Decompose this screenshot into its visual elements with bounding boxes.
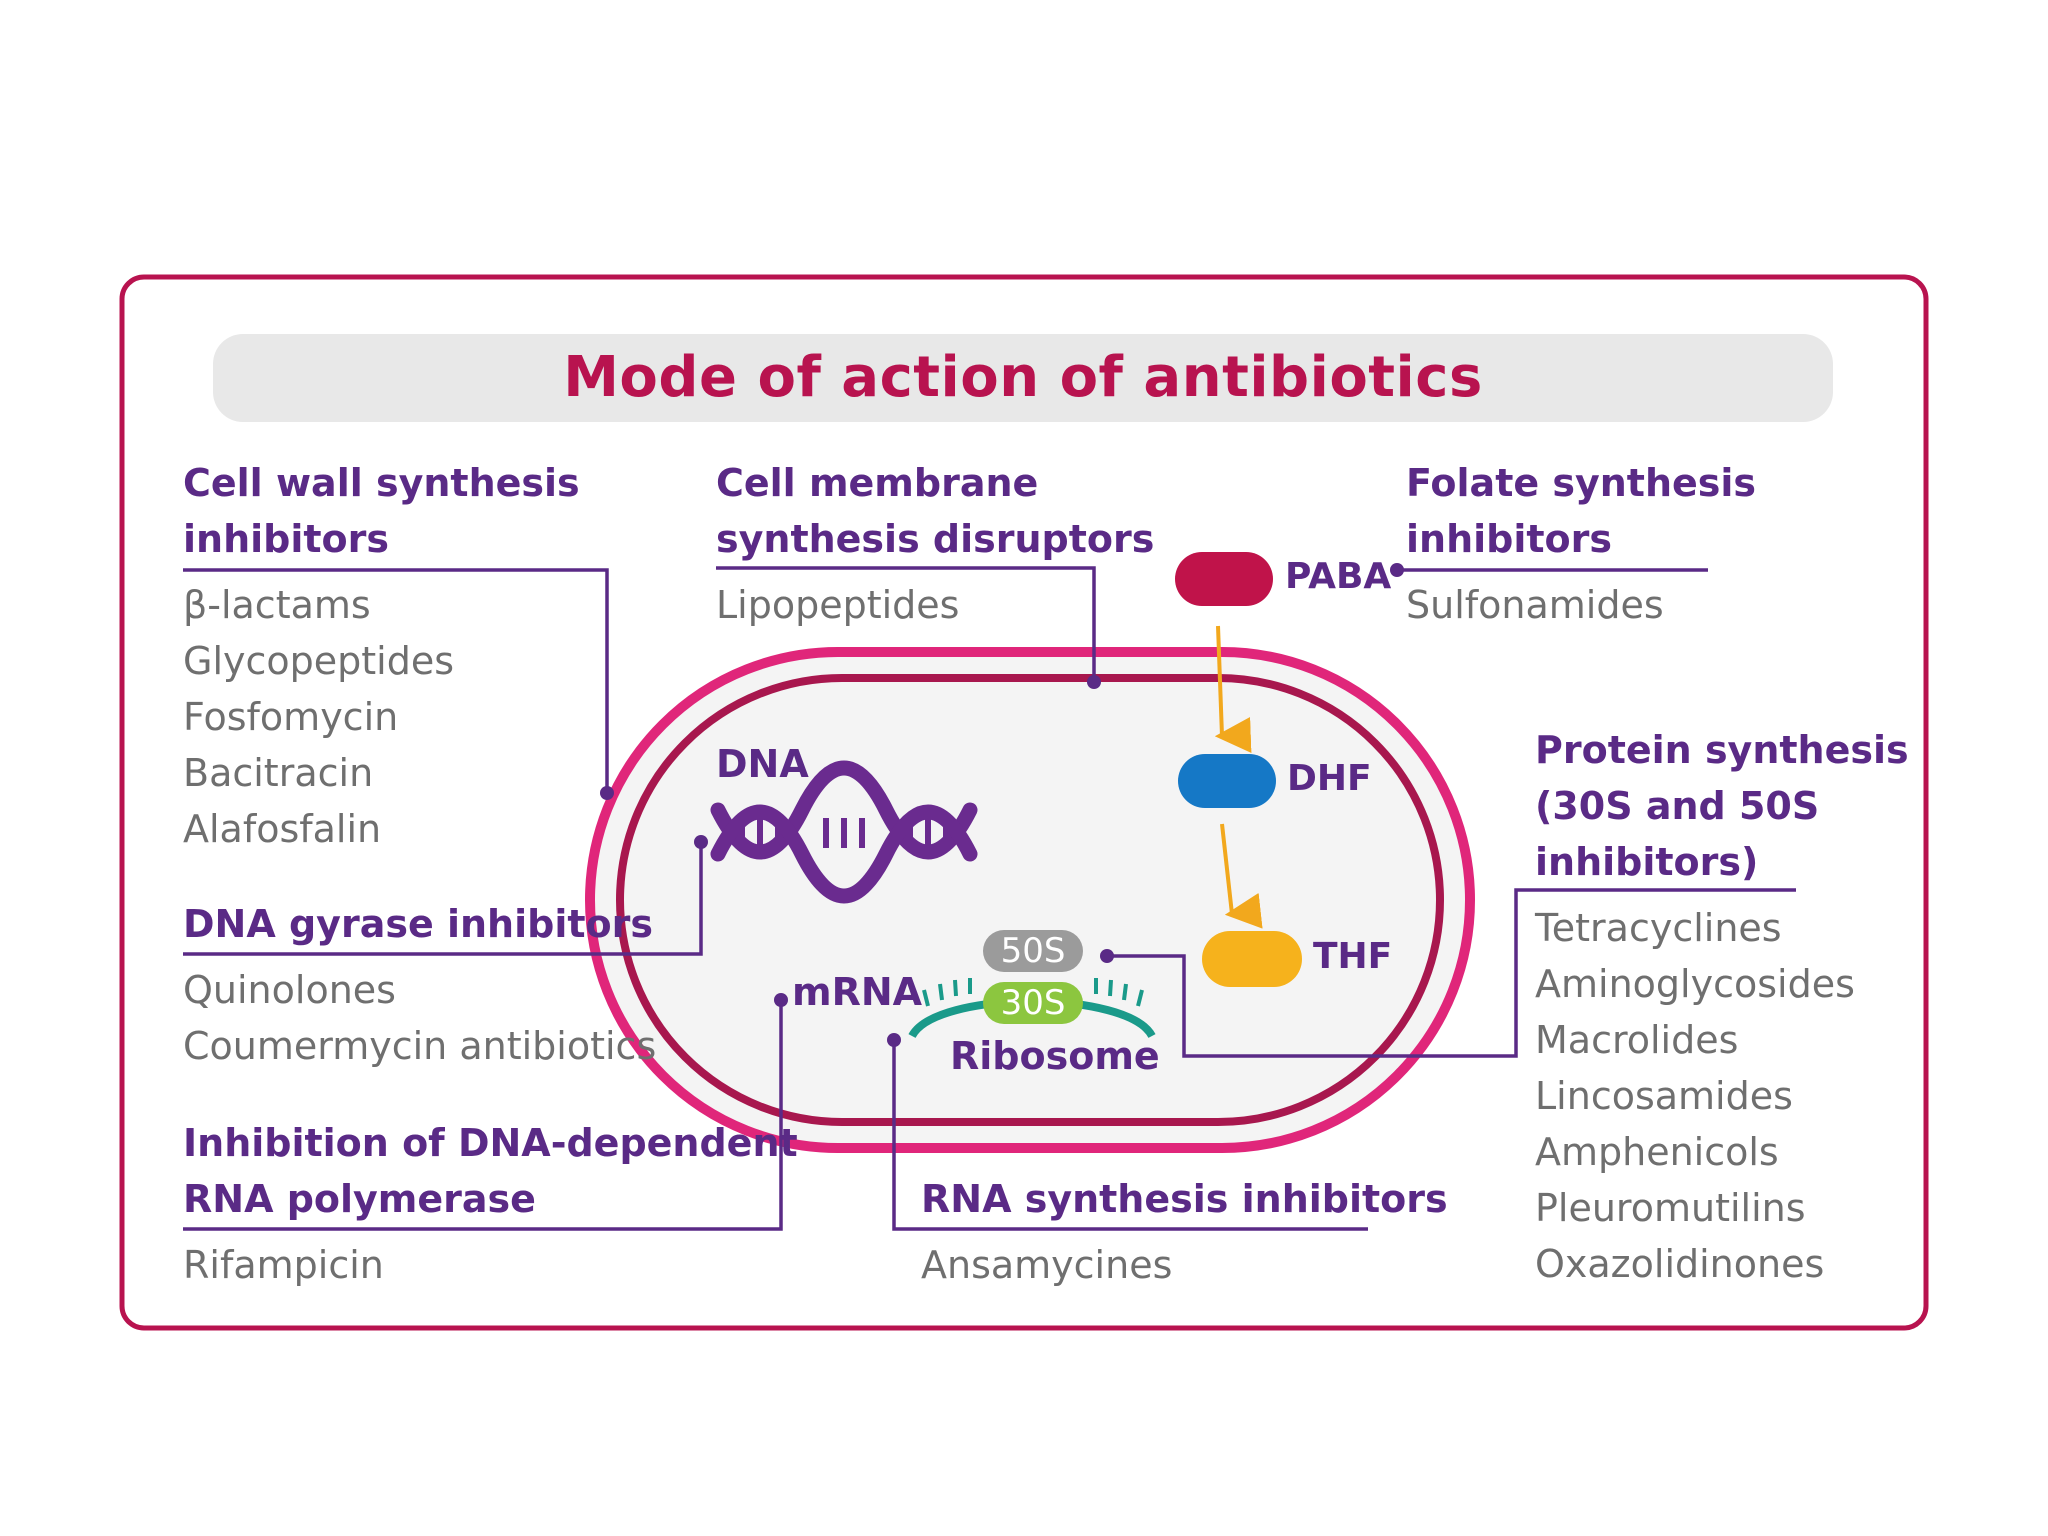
connector-dot-mrna bbox=[774, 993, 788, 1007]
group-rna-polymerase: Inhibition of DNA-dependent RNA polymera… bbox=[183, 1115, 798, 1293]
connector-dot-dna-gyrase bbox=[694, 835, 708, 849]
drug-class-item: Quinolones bbox=[183, 968, 396, 1012]
title-band bbox=[213, 334, 1833, 422]
drug-class-item: Macrolides bbox=[1535, 1018, 1739, 1062]
group-heading: (30S and 50S bbox=[1535, 784, 1820, 828]
subunit-30s-label: 30S bbox=[1000, 983, 1066, 1023]
subunit-50s-label: 50S bbox=[1000, 931, 1066, 971]
drug-class-item: Alafosfalin bbox=[183, 807, 382, 851]
dhf-label: DHF bbox=[1287, 758, 1372, 799]
group-heading: inhibitors bbox=[183, 517, 390, 561]
drug-class-item: Tetracyclines bbox=[1535, 906, 1782, 950]
ribosome-50s-subunit bbox=[983, 930, 1083, 972]
group-heading: inhibitors) bbox=[1535, 840, 1759, 884]
connector-dot-folate bbox=[1390, 563, 1404, 577]
group-cell-wall: Cell wall synthesis inhibitors β-lactams… bbox=[183, 455, 580, 857]
drug-class-item: Sulfonamides bbox=[1406, 583, 1664, 627]
group-heading: synthesis disruptors bbox=[716, 517, 1155, 561]
paba-capsule bbox=[1175, 552, 1273, 606]
group-heading: RNA polymerase bbox=[183, 1177, 536, 1221]
outer-frame bbox=[119, 274, 1929, 1331]
group-heading: Folate synthesis bbox=[1406, 461, 1757, 505]
group-protein-synthesis: Protein synthesis (30S and 50S inhibitor… bbox=[1535, 722, 1909, 1292]
arrow-dhf-to-thf bbox=[1220, 823, 1263, 929]
connector-dna-gyrase bbox=[183, 842, 703, 956]
connector-rna-synthesis bbox=[892, 1040, 1368, 1231]
drug-class-item: Coumermycin antibiotics bbox=[183, 1024, 657, 1068]
mrna-label: mRNA bbox=[792, 970, 923, 1014]
connector-dot-ribosome bbox=[887, 1033, 901, 1047]
arrow-paba-to-dhf bbox=[1214, 625, 1252, 753]
drug-class-item: Oxazolidinones bbox=[1535, 1242, 1825, 1286]
ribosome-30s-subunit bbox=[983, 982, 1083, 1024]
dna-label: DNA bbox=[716, 742, 809, 786]
group-heading: Inhibition of DNA-dependent bbox=[183, 1121, 798, 1165]
thf-label: THF bbox=[1313, 936, 1393, 977]
ribosome-label: Ribosome bbox=[950, 1034, 1160, 1078]
connector-protein-synthesis bbox=[1107, 888, 1796, 1058]
group-heading: DNA gyrase inhibitors bbox=[183, 902, 653, 946]
group-heading: Protein synthesis bbox=[1535, 728, 1909, 772]
dhf-capsule bbox=[1178, 754, 1276, 808]
group-dna-gyrase: DNA gyrase inhibitors Quinolones Coumerm… bbox=[183, 896, 656, 1074]
group-heading: RNA synthesis inhibitors bbox=[921, 1177, 1448, 1221]
group-heading: inhibitors bbox=[1406, 517, 1613, 561]
group-rna-synthesis: RNA synthesis inhibitors Ansamycines bbox=[921, 1171, 1448, 1293]
drug-class-item: Lincosamides bbox=[1535, 1074, 1793, 1118]
dna-helix-icon bbox=[710, 760, 978, 904]
thf-capsule bbox=[1202, 931, 1302, 987]
connector-dot-cell-membrane bbox=[1087, 675, 1101, 689]
drug-class-item: Amphenicols bbox=[1535, 1130, 1779, 1174]
connector-dot-50s bbox=[1100, 949, 1114, 963]
group-heading: Cell membrane bbox=[716, 461, 1039, 505]
connector-rna-polymerase bbox=[183, 1000, 783, 1231]
group-cell-membrane: Cell membrane synthesis disruptors Lipop… bbox=[716, 455, 1154, 633]
paba-label: PABA bbox=[1285, 556, 1392, 597]
drug-class-item: Lipopeptides bbox=[716, 583, 960, 627]
drug-class-item: β-lactams bbox=[183, 583, 371, 627]
page-title: Mode of action of antibiotics bbox=[563, 345, 1483, 410]
drug-class-item: Pleuromutilins bbox=[1535, 1186, 1806, 1230]
drug-class-item: Aminoglycosides bbox=[1535, 962, 1855, 1006]
drug-class-item: Ansamycines bbox=[921, 1243, 1173, 1287]
connector-dot-cell-wall bbox=[600, 786, 614, 800]
drug-class-item: Glycopeptides bbox=[183, 639, 455, 683]
group-heading: Cell wall synthesis bbox=[183, 461, 580, 505]
drug-class-item: Fosfomycin bbox=[183, 695, 399, 739]
drug-class-item: Bacitracin bbox=[183, 751, 374, 795]
connector-cell-wall bbox=[183, 568, 609, 793]
group-folate: Folate synthesis inhibitors Sulfonamides bbox=[1406, 455, 1756, 633]
ribosome-icon bbox=[908, 930, 1156, 1039]
connector-cell-membrane bbox=[716, 566, 1096, 682]
drug-class-item: Rifampicin bbox=[183, 1243, 384, 1287]
